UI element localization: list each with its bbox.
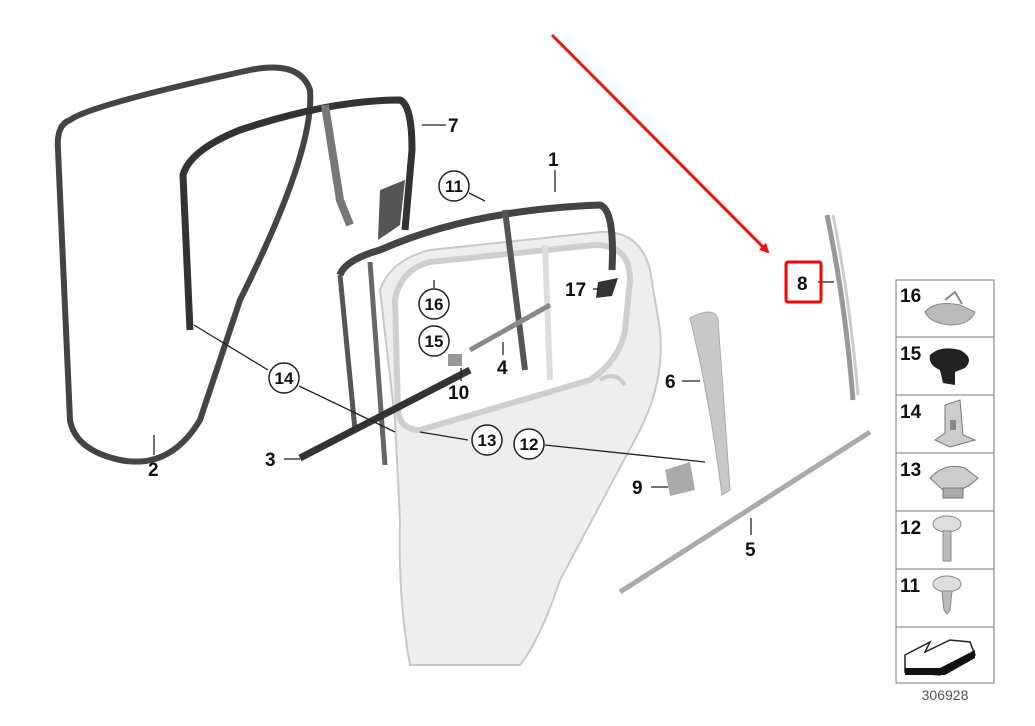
clip-icon	[924, 290, 976, 326]
callout-2: 2	[148, 460, 159, 481]
part-8-trim	[824, 214, 856, 401]
direction-arrow-icon	[904, 639, 976, 676]
svg-text:14: 14	[275, 369, 294, 388]
part-7-seal	[179, 96, 416, 331]
callout-11: 11	[438, 170, 470, 202]
svg-text:15: 15	[425, 332, 444, 351]
plug-icon	[929, 348, 969, 385]
callout-7: 7	[448, 116, 459, 137]
part-2-window-seal	[54, 64, 314, 465]
callout-15: 15	[418, 325, 450, 357]
callout-4: 4	[497, 358, 508, 379]
callout-6: 6	[665, 372, 676, 393]
svg-text:16: 16	[425, 295, 444, 314]
part-1-seal	[336, 201, 616, 277]
red-arrow	[550, 33, 770, 254]
legend-12: 12	[900, 518, 921, 539]
callout-16: 16	[418, 288, 450, 320]
svg-text:12: 12	[520, 435, 539, 454]
clip-nut-icon	[929, 465, 979, 499]
legend-panel: 16 15 14 13 12 11	[895, 279, 995, 684]
callout-14: 14	[268, 362, 300, 394]
part-3-strip	[298, 366, 472, 462]
callout-13: 13	[471, 424, 503, 456]
callout-9: 9	[632, 478, 643, 499]
tapping-screw-icon	[932, 575, 962, 615]
legend-14: 14	[900, 402, 922, 423]
legend-16: 16	[900, 286, 921, 307]
callout-5: 5	[745, 540, 756, 561]
callout-12: 12	[513, 428, 545, 460]
door-window-frame	[391, 241, 634, 434]
screw-icon	[932, 515, 962, 562]
callout-10: 10	[448, 383, 469, 404]
legend-13: 13	[900, 460, 921, 481]
legend-15: 15	[900, 344, 922, 365]
callout-1: 1	[548, 150, 559, 171]
highlight-box-8	[784, 260, 823, 304]
spring-clip-icon	[934, 399, 977, 448]
callout-8: 8	[797, 274, 808, 295]
part-5-strip	[618, 429, 872, 595]
part-6-trim	[689, 311, 731, 496]
part-17	[596, 278, 618, 298]
callout-3: 3	[265, 450, 276, 471]
catalog-number: 306928	[922, 687, 969, 703]
legend-11: 11	[900, 576, 921, 597]
part-4-strip	[468, 302, 552, 353]
svg-text:11: 11	[445, 177, 463, 196]
callout-17: 17	[565, 280, 586, 301]
svg-text:13: 13	[478, 431, 497, 450]
part-9-bracket	[665, 462, 695, 496]
